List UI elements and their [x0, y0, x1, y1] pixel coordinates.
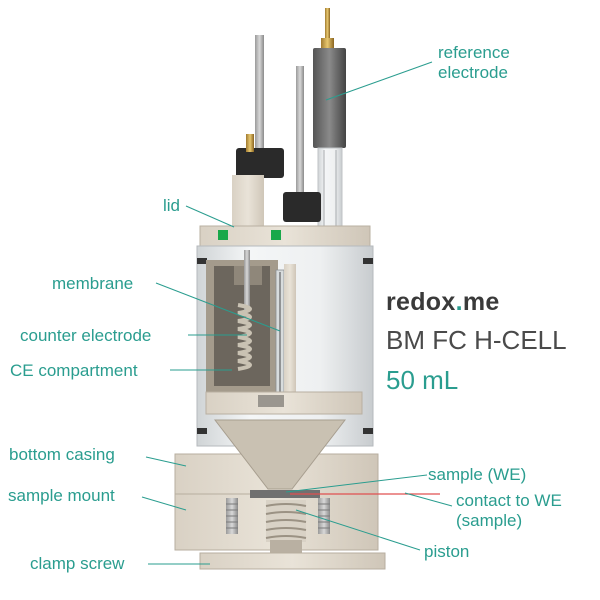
label-ce-compartment: CE compartment — [10, 361, 138, 380]
rod-left — [255, 35, 264, 235]
product-volume: 50 mL — [386, 365, 459, 395]
reference-collar — [321, 38, 334, 50]
label-sample-we: sample (WE) — [428, 465, 527, 484]
rod-middle — [296, 66, 304, 196]
clamp-plate — [199, 552, 386, 570]
seal-right — [271, 230, 281, 240]
logo-text-right: me — [462, 288, 500, 316]
funnel — [213, 419, 347, 490]
label-sample-mount: sample mount — [8, 486, 115, 505]
label-lid: lid — [163, 196, 181, 215]
product-name: BM FC H-CELL — [386, 325, 567, 355]
piston-base — [270, 540, 302, 554]
label-piston: piston — [424, 542, 470, 561]
logo-text-left: redox — [386, 288, 456, 316]
label-membrane: membrane — [52, 274, 134, 293]
seal-left — [218, 230, 228, 240]
reference-pin — [325, 8, 330, 48]
reference-electrode-body — [313, 48, 346, 148]
logo-dot: . — [455, 288, 463, 316]
counter-electrode-coil — [237, 250, 252, 371]
leader-membrane — [155, 282, 281, 332]
leader-lid — [185, 205, 235, 228]
leader-reference — [325, 61, 433, 101]
label-clamp-screw: clamp screw — [30, 554, 125, 573]
cap-right — [283, 192, 321, 222]
leader-bottom — [145, 456, 187, 467]
sample-plate — [250, 490, 320, 498]
cap-left — [236, 148, 284, 178]
redoxme-logo: redox.me — [386, 288, 500, 317]
leader-sample — [285, 474, 428, 493]
label-contact-to-we: contact to WE (sample) — [456, 491, 562, 530]
label-counter-electrode: counter electrode — [20, 326, 152, 345]
label-bottom-casing: bottom casing — [9, 445, 115, 464]
lid-insert — [232, 175, 264, 235]
label-reference-electrode: reference electrode — [438, 43, 510, 82]
leader-piston — [295, 509, 421, 551]
leader-mount — [141, 496, 187, 511]
leader-contact — [404, 492, 453, 507]
